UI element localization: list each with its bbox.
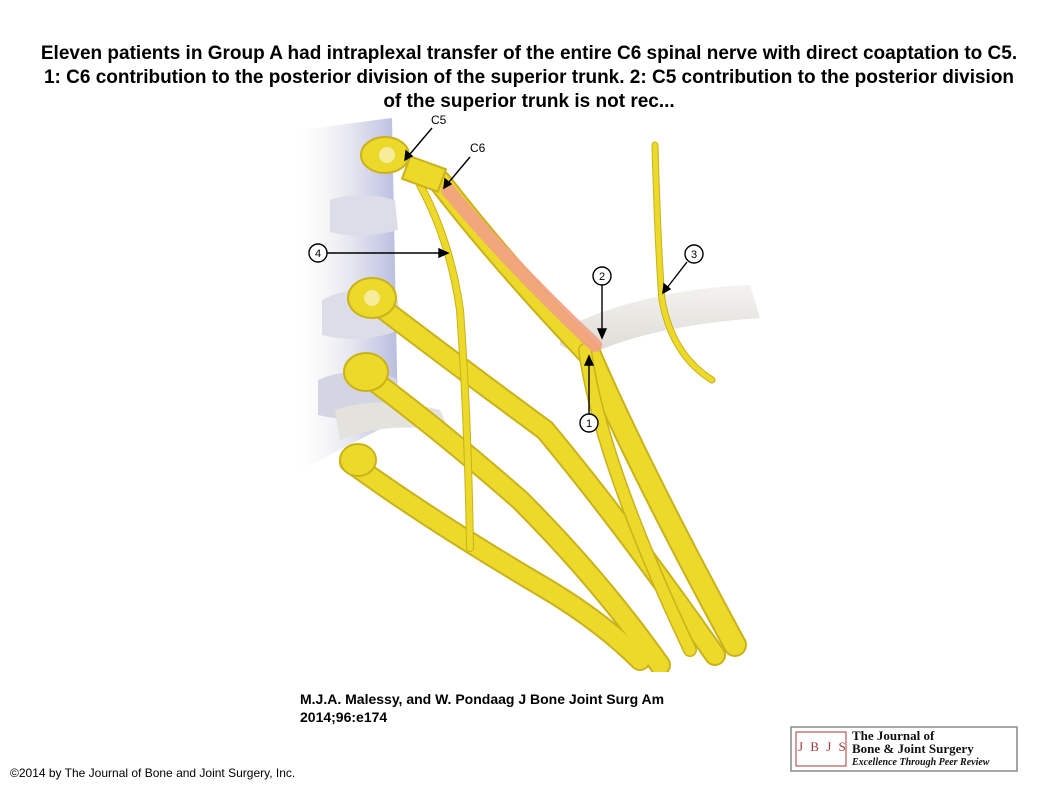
marker-2: 2 bbox=[599, 271, 605, 283]
logo-abbr: J B J S bbox=[798, 739, 848, 754]
annotations bbox=[308, 127, 704, 433]
brachial-plexus-illustration: C5 C6 4 2 1 3 bbox=[300, 113, 760, 672]
marker-4: 4 bbox=[315, 248, 321, 260]
copyright: ©2014 by The Journal of Bone and Joint S… bbox=[10, 766, 296, 780]
label-c5: C5 bbox=[431, 113, 447, 127]
clavicle bbox=[560, 285, 760, 352]
jbjs-logo bbox=[790, 726, 1018, 772]
logo-text: The Journal of Bone & Joint Surgery Exce… bbox=[852, 729, 1022, 769]
marker-3: 3 bbox=[691, 249, 697, 261]
nerves bbox=[339, 141, 747, 672]
graft-segment bbox=[441, 183, 602, 352]
logo-line1: The Journal of bbox=[852, 728, 935, 743]
citation: M.J.A. Malessy, and W. Pondaag J Bone Jo… bbox=[300, 691, 665, 725]
logo-line3: Excellence Through Peer Review bbox=[852, 757, 990, 768]
logo-line2: Bone & Joint Surgery bbox=[852, 741, 974, 756]
label-c6: C6 bbox=[470, 141, 486, 155]
slide-title: Eleven patients in Group A had intraplex… bbox=[40, 43, 1018, 112]
marker-1: 1 bbox=[586, 418, 592, 430]
